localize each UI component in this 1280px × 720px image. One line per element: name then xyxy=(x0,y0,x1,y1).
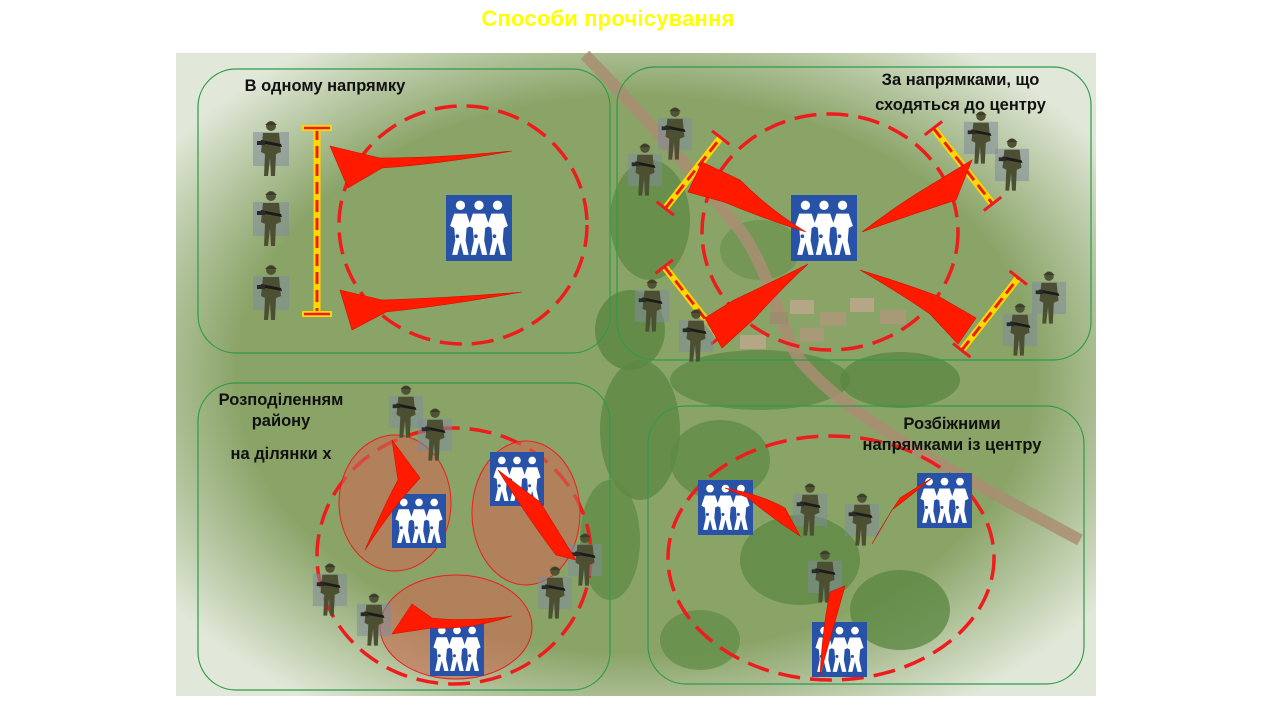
label-divided-line1: Розподіленням xyxy=(218,391,344,409)
panel-borders xyxy=(197,66,1092,691)
running-group-icon xyxy=(446,195,512,261)
label-diverging: Розбіжними напрямками із центру xyxy=(830,414,1074,456)
movement-arrow xyxy=(859,269,977,345)
label-diverging-line2: напрямками із центру xyxy=(862,436,1042,454)
page-title: Способи прочісування xyxy=(481,6,735,31)
movement-arrow xyxy=(687,161,807,233)
movement-arrow xyxy=(329,145,513,189)
label-divided-line3: на ділянки х xyxy=(230,445,332,463)
label-divided: Розподіленням району на ділянки х xyxy=(196,390,366,465)
running-group-icon xyxy=(430,622,484,676)
label-diverging-line1: Розбіжними xyxy=(903,415,1001,433)
panel-diverging xyxy=(647,405,1085,685)
panel-converging xyxy=(616,66,1092,361)
panel-one-direction xyxy=(197,68,611,354)
movement-arrow xyxy=(861,159,973,233)
village xyxy=(740,298,906,349)
running-group-icon xyxy=(791,195,857,261)
running-group-icon xyxy=(917,473,972,528)
circle-one-direction xyxy=(337,104,589,346)
movement-arrow xyxy=(364,439,421,551)
label-converging-line2: сходяться до центру xyxy=(875,96,1046,114)
start-line-marker xyxy=(302,125,332,317)
movement-arrow xyxy=(391,603,513,635)
label-converging: За напрямками, що сходяться до центру xyxy=(838,70,1083,116)
movement-arrow xyxy=(704,263,809,349)
movement-arrow xyxy=(819,585,846,676)
label-one-direction-text: В одному напрямку xyxy=(244,77,406,95)
movement-arrow xyxy=(497,469,577,561)
label-one-direction: В одному напрямку xyxy=(210,76,440,97)
running-group-icon xyxy=(392,494,446,548)
movement-arrow xyxy=(724,487,801,537)
movement-arrow xyxy=(339,289,523,331)
circle-diverging xyxy=(666,434,996,682)
start-line-marker xyxy=(952,269,1028,359)
label-converging-line1: За напрямками, що xyxy=(881,71,1040,89)
circle-converging xyxy=(700,112,960,352)
panel-divided xyxy=(197,382,611,691)
movement-arrow xyxy=(871,477,933,545)
start-line-marker xyxy=(655,129,731,217)
label-divided-line2: району xyxy=(251,412,311,430)
movement-arrows xyxy=(329,145,977,676)
